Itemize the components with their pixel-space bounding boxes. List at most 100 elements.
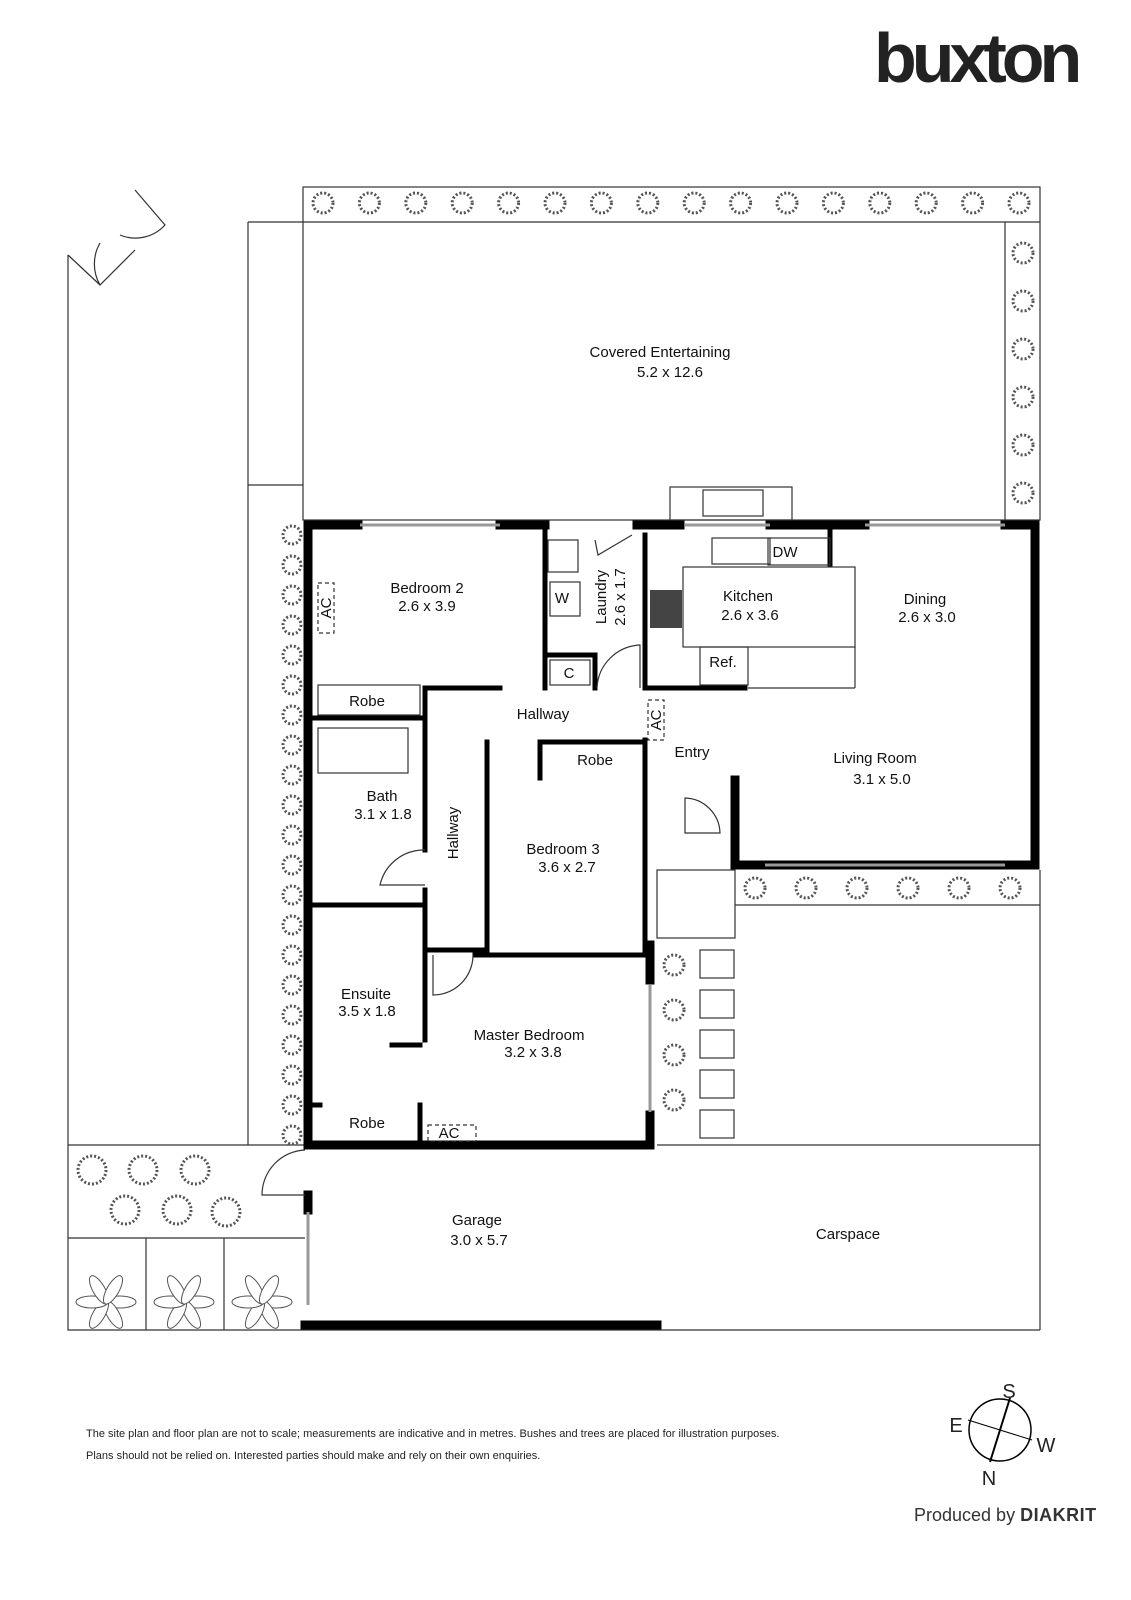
bush-icon [636,191,660,215]
bush-icon [998,876,1022,900]
room-name: Garage [452,1212,502,1229]
bush-icon [281,794,303,816]
fridge-label: Ref. [709,654,737,671]
bush-icon [914,191,938,215]
bush-icon [662,1088,686,1112]
room-name: Hallway [517,706,570,723]
room-size: 3.5 x 1.8 [338,1003,396,1020]
bush-icon [281,854,303,876]
bush-icon [1011,481,1035,505]
credit-prefix: Produced by [914,1505,1016,1525]
room-labels: Covered Entertaining 5.2 x 12.6 Bedroom … [318,344,956,1249]
bush-icon [281,584,303,606]
site-boundary [67,186,1041,1331]
ac-label: AC [648,709,665,730]
bush-icon [179,1154,211,1186]
tree-icon [231,1275,293,1329]
bush-icon [450,191,474,215]
bush-icon [682,191,706,215]
room-name: Ensuite [341,986,391,1003]
ac-label: AC [439,1125,460,1142]
bush-icon [1011,337,1035,361]
bush-icon [311,191,335,215]
room-name: Bedroom 2 [390,580,463,597]
room-size: 2.6 x 3.9 [398,598,456,615]
compass-south: S [1002,1381,1015,1403]
bush-icon [281,1064,303,1086]
bush-icon [868,191,892,215]
cupboard-label: C [564,665,575,682]
bush-icon [281,1004,303,1026]
robe-label: Robe [349,693,385,710]
bush-icon [497,191,521,215]
washer-label: W [555,590,570,607]
bush-icon [794,876,818,900]
bush-icon [662,1043,686,1067]
bush-icon [281,914,303,936]
bush-icon [543,191,567,215]
tree-icon [153,1275,215,1329]
compass-north: N [982,1468,996,1490]
room-name: Kitchen [723,588,773,605]
bush-icon [281,884,303,906]
bush-icon [947,876,971,900]
disclaimer-line-2: Plans should not be relied on. Intereste… [86,1450,541,1462]
bush-icon [662,953,686,977]
bush-icon [281,764,303,786]
bush-icon [281,524,303,546]
room-name: Carspace [816,1226,880,1243]
room-size: 5.2 x 12.6 [637,364,703,381]
bush-icon [1011,433,1035,457]
walls [300,520,1040,1330]
bush-icon [821,191,845,215]
bush-icon [1007,191,1031,215]
compass-east: E [949,1415,962,1437]
tree-icon [75,1275,137,1329]
bush-icon [1011,241,1035,265]
bush-icon [281,944,303,966]
produced-by-credit: Produced by DIAKRIT [914,1505,1097,1526]
bush-icon [743,876,767,900]
bush-icon [589,191,613,215]
compass-west: W [1037,1435,1056,1457]
robe-label: Robe [577,752,613,769]
bush-icon [662,998,686,1022]
bush-icon [210,1196,242,1228]
bush-icon [281,734,303,756]
bush-icon [281,1094,303,1116]
disclaimer-line-1: The site plan and floor plan are not to … [86,1428,780,1440]
bush-icon [281,824,303,846]
bush-icon [357,191,381,215]
fixtures [261,486,1005,1305]
room-size: 3.0 x 5.7 [450,1232,508,1249]
room-name: Hallway [445,806,462,859]
bush-icon [281,704,303,726]
bush-icon [845,876,869,900]
room-name: Entry [674,744,710,761]
bush-icon [896,876,920,900]
trees [75,1275,293,1329]
bush-icon [281,1124,303,1146]
robe-label: Robe [349,1115,385,1132]
ac-label: AC [318,597,335,618]
bush-icon [961,191,985,215]
bush-icon [775,191,799,215]
bush-icon [281,974,303,996]
bush-icon [281,644,303,666]
room-size: 2.6 x 3.6 [721,607,779,624]
dishwasher-label: DW [773,544,799,561]
room-size: 3.6 x 2.7 [538,859,596,876]
room-size: 3.1 x 1.8 [354,806,412,823]
bush-icon [1011,289,1035,313]
bush-icon [281,674,303,696]
room-name: Laundry [593,569,610,624]
bush-icon [281,554,303,576]
room-size: 3.1 x 5.0 [853,771,911,788]
bush-icon [404,191,428,215]
room-size: 2.6 x 1.7 [612,568,629,626]
bush-icon [281,614,303,636]
bush-icon [127,1154,159,1186]
room-name: Master Bedroom [474,1027,585,1044]
compass: S E W N [949,1381,1055,1490]
